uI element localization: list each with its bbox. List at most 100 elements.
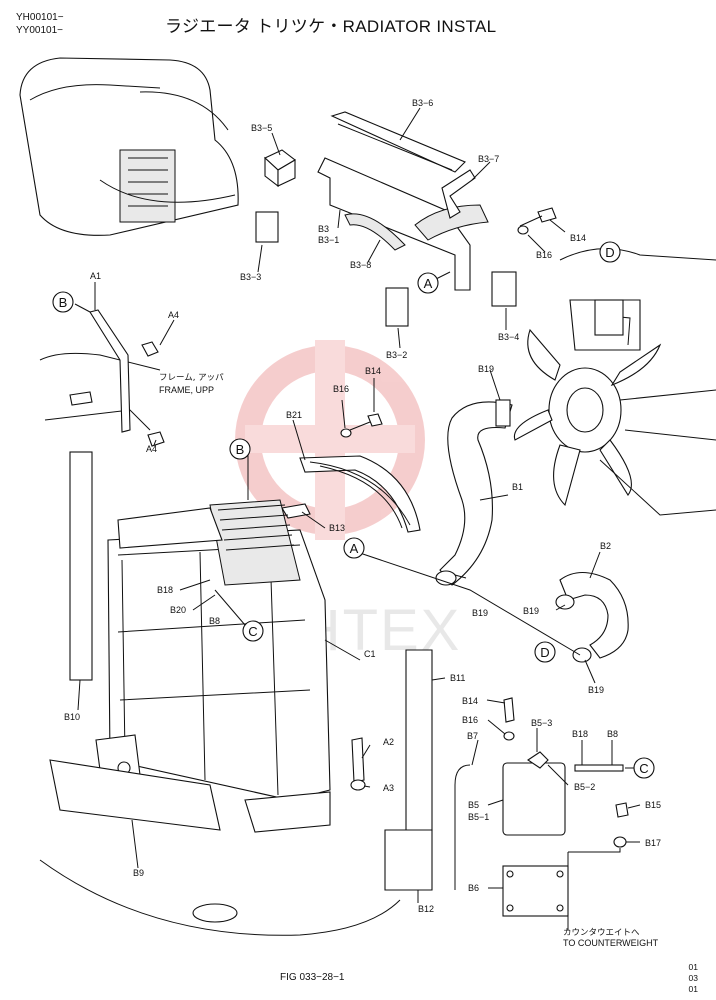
label-b5-1: B5−1 [468,812,489,822]
label-b17: B17 [645,838,661,848]
leader-lines [74,107,641,930]
callout-b-left: B [52,291,74,313]
washer-b16-mid [340,428,352,438]
page-title: ラジエータ トリツケ・RADIATOR INSTAL [165,17,497,36]
bolt-b14-mid [349,413,383,431]
label-b3-6: B3−6 [412,98,433,108]
label-b3: B3 [318,224,329,234]
label-counterweight-en: TO COUNTERWEIGHT [563,938,659,948]
label-frame-en: FRAME, UPP [159,385,214,395]
base-frame-outline [39,859,401,936]
svg-text:C: C [248,624,257,639]
label-frame-jp: フレーム, アッパ [159,373,224,383]
label-b19-mid: B19 [472,608,488,618]
label-b16-top: B16 [536,250,552,260]
washer-b16-top [517,225,529,235]
label-b5-2: B5−2 [574,782,595,792]
label-b21: B21 [286,410,302,420]
revision-code: 01 03 01 [680,962,698,995]
label-c1: C1 [364,649,376,659]
label-b10: B10 [64,712,80,722]
callout-c-mid: C [242,620,264,642]
svg-text:A: A [424,276,433,291]
label-b13: B13 [329,523,345,533]
machine-overview-illustration [19,57,239,236]
label-b3-8: B3−8 [350,260,371,270]
grille-b21 [299,455,421,533]
label-b19-top: B19 [478,364,494,374]
callout-b-mid: B [229,438,251,460]
label-b3-3: B3−3 [240,272,261,282]
label-a2: A2 [383,737,394,747]
callout-d-top: D [599,241,621,263]
callout-d-bottom: D [534,641,556,663]
label-b6: B6 [468,883,479,893]
label-b2: B2 [600,541,611,551]
bolt-b14-top [519,207,557,227]
svg-text:D: D [540,645,549,660]
label-b3-4: B3−4 [498,332,519,342]
label-b1: B1 [512,482,523,492]
label-b19-right: B19 [523,606,539,616]
bolt-a4-bottom [147,431,165,447]
label-a4-bottom: A4 [146,444,157,454]
svg-text:C: C [639,761,648,776]
callout-a-top: A [417,272,439,294]
base-frame-hole [192,903,238,923]
label-b3-7: B3−7 [478,154,499,164]
label-b16-low: B16 [462,715,478,725]
svg-text:A: A [350,541,359,556]
label-b9: B9 [133,868,144,878]
label-a3: A3 [383,783,394,793]
label-a4-top: A4 [168,310,179,320]
stay-b10 [69,451,93,681]
label-b5: B5 [468,800,479,810]
label-b18-right: B18 [572,729,588,739]
svg-text:D: D [605,245,614,260]
label-b20: B20 [170,605,186,615]
label-b8-left: B8 [209,616,220,626]
label-b19-bottom: B19 [588,685,604,695]
bolt-a2 [351,737,365,783]
figure-number: FIG 033−28−1 [280,972,345,983]
revision-line-3: 01 [688,984,698,994]
lower-hose-b2 [555,571,629,663]
cover-b11-b12 [384,649,433,891]
shroud-bracket-group [255,111,517,327]
cover-b9 [49,759,221,831]
label-b14-mid: B14 [365,366,381,376]
label-b18-left: B18 [157,585,173,595]
part-labels: B3−6 B3−5 B3−7 B3 B3−1 B3−8 B3−3 B14 B16… [64,98,661,948]
radiator-c1 [95,499,331,833]
model-code-1: YH00101− [16,12,64,23]
label-b15: B15 [645,800,661,810]
watermark-logo [235,340,425,540]
revision-line-1: 01 [688,962,698,972]
revision-line-2: 03 [688,973,698,983]
label-b14-low: B14 [462,696,478,706]
label-a1: A1 [90,271,101,281]
reservoir-group [454,697,629,917]
label-b8-right: B8 [607,729,618,739]
label-b14-top: B14 [570,233,586,243]
model-code-2: YY00101− [16,25,63,36]
washer-a3 [350,779,366,791]
label-b3-5: B3−5 [251,123,272,133]
upper-hose-b1 [435,399,513,586]
label-b5-3: B5−3 [531,718,552,728]
label-b12: B12 [418,904,434,914]
label-b16-mid: B16 [333,384,349,394]
label-b11: B11 [450,673,465,683]
bolt-a4-top [141,341,159,357]
engine-fan-illustration [513,248,716,516]
callout-a-mid: A [343,537,365,559]
label-b3-2: B3−2 [386,350,407,360]
svg-text:B: B [59,295,68,310]
label-b3-1: B3−1 [318,235,339,245]
svg-text:B: B [236,442,245,457]
label-counterweight-jp: カウンタウエイトへ [563,928,640,938]
frame-upper-illustration [39,309,161,433]
label-b7: B7 [467,731,478,741]
callout-c-right: C [633,757,655,779]
